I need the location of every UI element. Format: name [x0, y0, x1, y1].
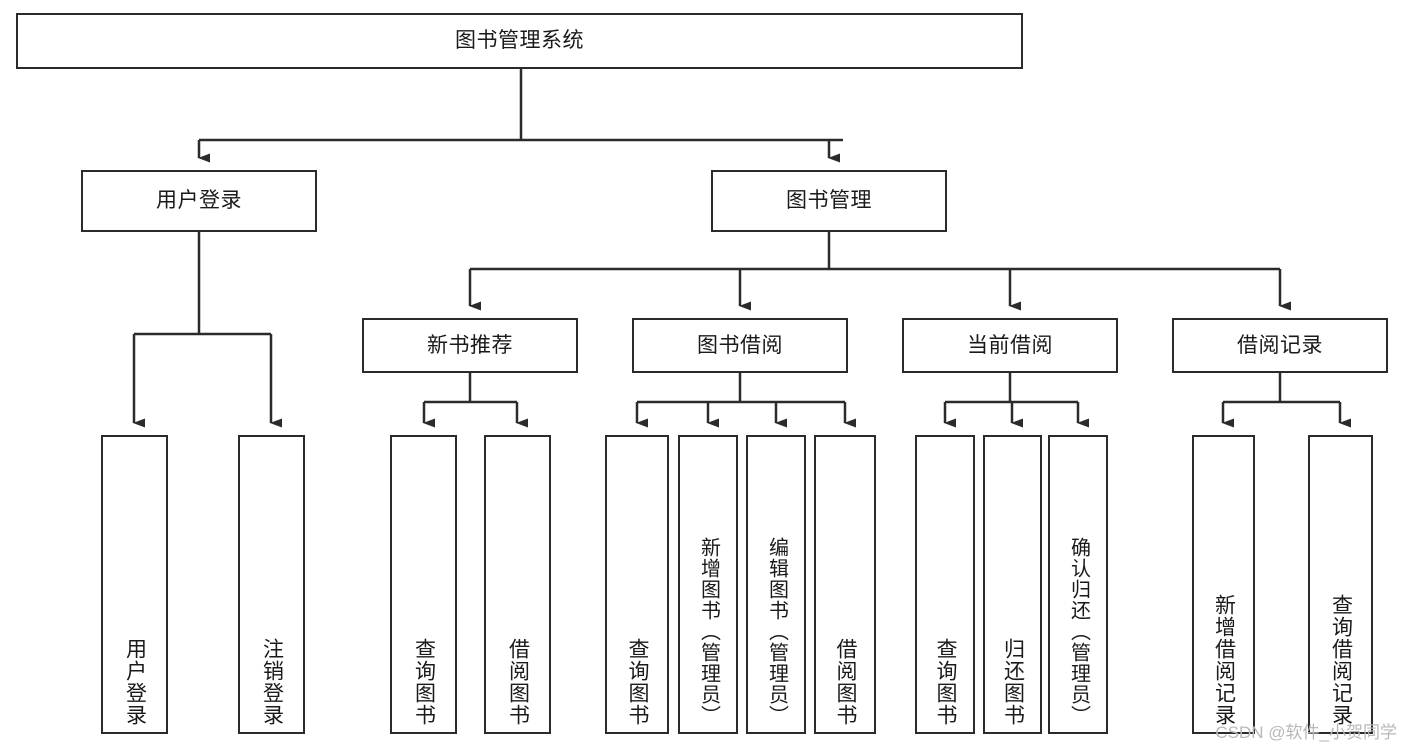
leaf-new-book-borrow[interactable]: 借阅图书 [484, 435, 551, 734]
leaf-user-login-login[interactable]: 用户登录 [101, 435, 168, 734]
node-borrow-record[interactable]: 借阅记录 [1172, 318, 1388, 373]
leaf-book-borrow-query[interactable]: 查询图书 [605, 435, 669, 734]
node-label: 图书管理系统 [455, 29, 584, 53]
node-root-book-management-system[interactable]: 图书管理系统 [16, 13, 1023, 69]
node-label: 图书借阅 [697, 333, 783, 357]
node-label: 注销登录 [260, 638, 284, 726]
node-label: 借阅图书 [834, 638, 858, 726]
node-label: 用户登录 [156, 189, 242, 213]
leaf-borrow-record-add[interactable]: 新增借阅记录 [1192, 435, 1255, 734]
node-book-borrow[interactable]: 图书借阅 [632, 318, 848, 373]
node-current-borrow[interactable]: 当前借阅 [902, 318, 1118, 373]
node-label: 借阅记录 [1237, 333, 1323, 357]
leaf-book-borrow-edit-admin[interactable]: 编辑图书（管理员） [746, 435, 806, 734]
node-label: 借阅图书 [506, 638, 530, 726]
node-label: 用户登录 [123, 638, 147, 726]
node-book-management[interactable]: 图书管理 [711, 170, 947, 232]
node-label: 归还图书 [1001, 638, 1025, 726]
leaf-current-borrow-query[interactable]: 查询图书 [915, 435, 975, 734]
node-label: 查询借阅记录 [1329, 594, 1353, 726]
node-label: 新书推荐 [427, 333, 513, 357]
node-label: 查询图书 [934, 638, 958, 726]
node-user-login[interactable]: 用户登录 [81, 170, 317, 232]
node-new-book-recommend[interactable]: 新书推荐 [362, 318, 578, 373]
node-label: 查询图书 [626, 638, 650, 726]
leaf-current-borrow-confirm-admin[interactable]: 确认归还（管理员） [1048, 435, 1108, 734]
node-label: 当前借阅 [967, 333, 1053, 357]
leaf-book-borrow-add-admin[interactable]: 新增图书（管理员） [678, 435, 738, 734]
node-label: 新增借阅记录 [1212, 594, 1236, 726]
node-label: 图书管理 [786, 189, 872, 213]
leaf-book-borrow-borrow[interactable]: 借阅图书 [814, 435, 876, 734]
node-label: 编辑图书（管理员） [765, 537, 788, 726]
node-label: 查询图书 [412, 638, 436, 726]
node-label: 确认归还（管理员） [1067, 537, 1090, 726]
leaf-user-login-logout[interactable]: 注销登录 [238, 435, 305, 734]
leaf-new-book-query[interactable]: 查询图书 [390, 435, 457, 734]
leaf-current-borrow-return[interactable]: 归还图书 [983, 435, 1042, 734]
leaf-borrow-record-query[interactable]: 查询借阅记录 [1308, 435, 1373, 734]
node-label: 新增图书（管理员） [697, 537, 720, 726]
